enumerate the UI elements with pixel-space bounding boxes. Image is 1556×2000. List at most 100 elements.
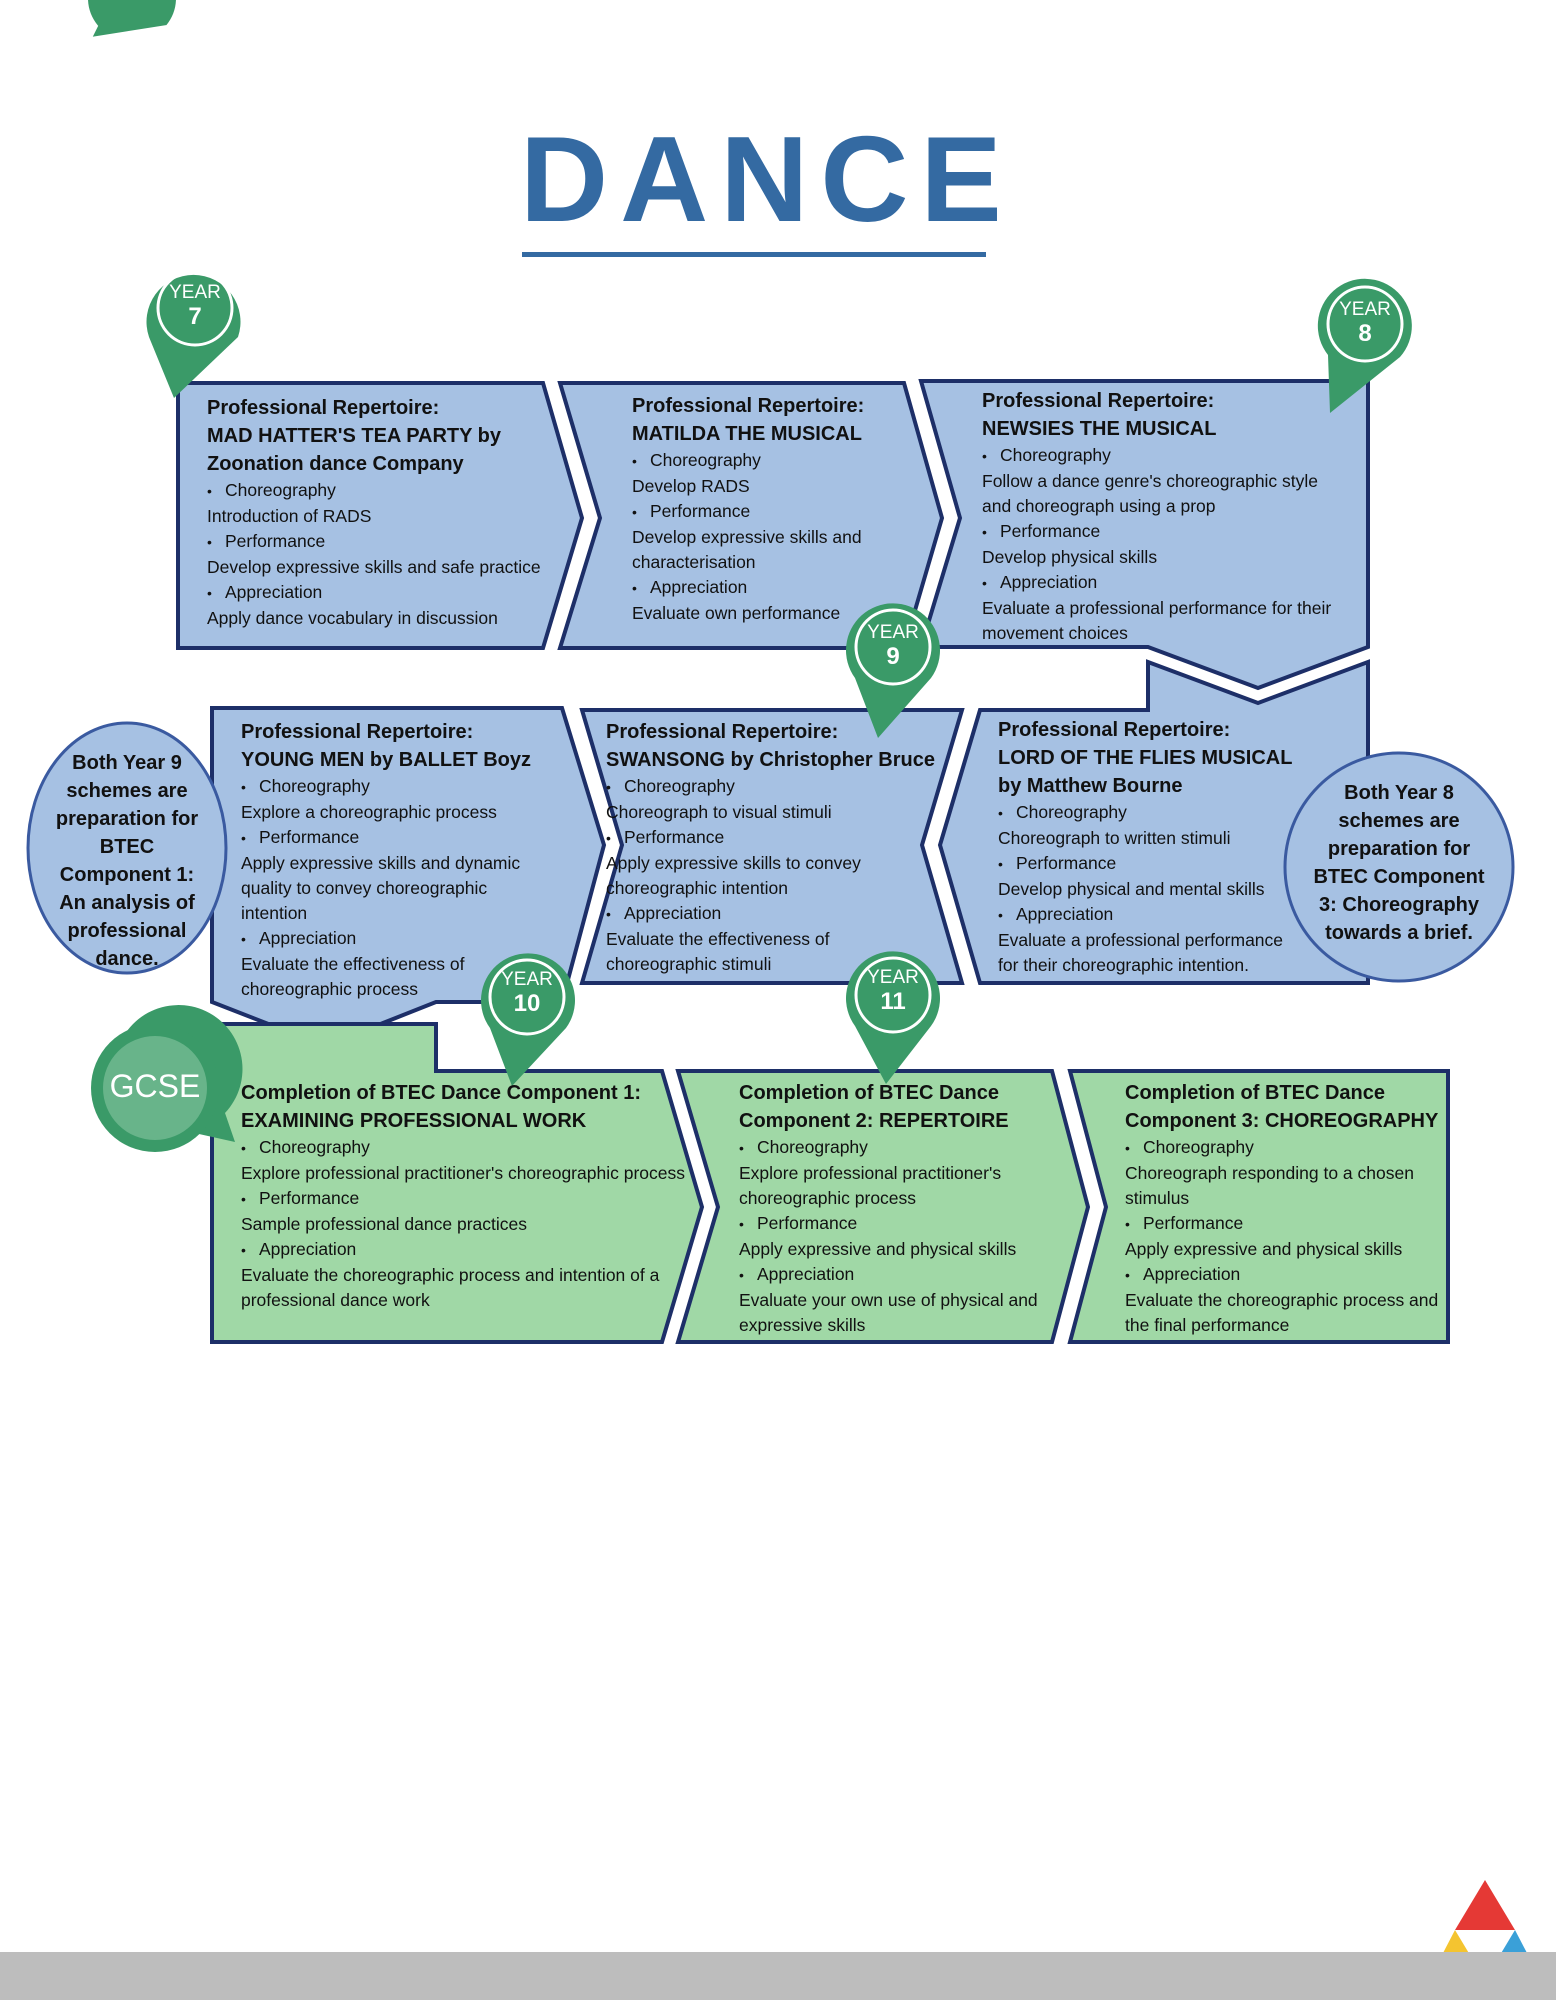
box-text-line: Evaluate your own use of physical and — [739, 1290, 1038, 1310]
box-text-line: Choreograph to written stimuli — [998, 828, 1231, 848]
box-text-line: choreographic stimuli — [606, 954, 772, 974]
title-underline — [522, 252, 986, 257]
box-bullet-item: Choreography — [241, 1135, 691, 1161]
box-heading-line: Professional Repertoire: — [241, 721, 474, 743]
box-heading-line: MAD HATTER'S TEA PARTY by — [207, 425, 502, 447]
box-bullet-item: Choreography — [606, 774, 936, 800]
box-bullet-item: Performance — [241, 1186, 691, 1212]
box-text-line: Follow a dance genre's choreographic sty… — [982, 471, 1319, 491]
box-matilda: Professional Repertoire: MATILDA THE MUSI… — [632, 392, 922, 626]
year-10-number: 10 — [513, 990, 541, 1017]
box-heading-line: Completion of BTEC Dance — [739, 1082, 1000, 1104]
box-text-line: and choreograph using a prop — [982, 496, 1216, 516]
box-text-line: Apply dance vocabulary in discussion — [207, 608, 498, 628]
box-bullet-item: Appreciation — [982, 570, 1352, 596]
box-text-line: Develop expressive skills and safe pract… — [207, 557, 541, 577]
box-heading-line: Professional Repertoire: — [632, 395, 865, 417]
bubble-line: dance. — [95, 948, 159, 970]
gcse-badge: GCSE — [109, 1068, 201, 1104]
box-text-line: Apply expressive skills and dynamic — [241, 853, 521, 873]
bubble-line: schemes are — [66, 780, 188, 802]
box-bullet-item: Performance — [1125, 1211, 1445, 1237]
box-text-line: Sample professional dance practices — [241, 1214, 527, 1234]
box-bullet-item: Appreciation — [739, 1262, 1069, 1288]
box-bullet-item: Performance — [982, 519, 1352, 545]
bubble-line: preparation for — [55, 808, 199, 830]
box-text-line: Explore professional practitioner's — [739, 1163, 1002, 1183]
year-7-number: 7 — [188, 303, 202, 330]
box-bullet-item: Appreciation — [207, 580, 547, 606]
box-text-line: intention — [241, 903, 308, 923]
bubble-line: Both Year 8 — [1344, 782, 1454, 804]
box-text-line: Apply expressive skills to convey — [606, 853, 861, 873]
box-bullet-item: Choreography — [998, 800, 1298, 826]
box-heading-line: MATILDA THE MUSICAL — [632, 423, 862, 445]
box-text-line: stimulus — [1125, 1188, 1190, 1208]
box-text-line: Introduction of RADS — [207, 506, 372, 526]
box-text-line: Develop physical skills — [982, 547, 1158, 567]
box-text-line: the final performance — [1125, 1315, 1290, 1335]
year-8-pin: YEAR 8 — [1325, 300, 1405, 348]
box-text-line: for their choreographic intention. — [998, 955, 1249, 975]
box-heading-line: NEWSIES THE MUSICAL — [982, 418, 1217, 440]
box-text-line: Apply expressive and physical skills — [1125, 1239, 1403, 1259]
box-heading-line: Completion of BTEC Dance Component 1: — [241, 1082, 641, 1104]
box-heading-line: Professional Repertoire: — [982, 390, 1215, 412]
year-11-number: 11 — [880, 988, 906, 1015]
year-7-word: YEAR — [169, 282, 221, 303]
bubble-line: An analysis of — [59, 892, 195, 914]
box-heading-line: SWANSONG by Christopher Bruce — [606, 749, 935, 771]
box-text-line: Evaluate a professional performance for … — [982, 598, 1332, 618]
box-lord-of-the-flies: Professional Repertoire: LORD OF THE FLIE… — [998, 716, 1298, 978]
box-heading-line: Component 3: CHOREOGRAPHY — [1125, 1110, 1439, 1132]
bubble-line: BTEC Component — [1313, 866, 1485, 888]
year-10-pin: YEAR 10 — [487, 970, 567, 1018]
box-heading-line: LORD OF THE FLIES MUSICAL — [998, 747, 1293, 769]
year-7-pin: YEAR 7 — [155, 283, 235, 331]
year-9-word: YEAR — [867, 622, 919, 643]
bubble-line: preparation for — [1327, 838, 1471, 860]
box-text-line: Explore a choreographic process — [241, 802, 497, 822]
bubble-line: Component 1: — [59, 864, 195, 886]
box-text-line: Apply expressive and physical skills — [739, 1239, 1017, 1259]
box-heading-line: by Matthew Bourne — [998, 775, 1183, 797]
year-10-word: YEAR — [501, 969, 553, 990]
left-note-bubble — [26, 721, 228, 975]
box-heading-line: Professional Repertoire: — [606, 721, 839, 743]
box-text-line: Evaluate own performance — [632, 603, 841, 623]
box-heading-line: Professional Repertoire: — [998, 719, 1231, 741]
footer-bar — [0, 1952, 1556, 2000]
box-bullet-item: Choreography — [982, 443, 1352, 469]
box-text-line: characterisation — [632, 552, 756, 572]
page-title: DANCE — [520, 111, 1014, 247]
box-text-line: Choreograph responding to a chosen — [1125, 1163, 1414, 1183]
box-text-line: Evaluate the effectiveness of — [241, 954, 465, 974]
bubble-line: towards a brief. — [1325, 922, 1473, 944]
box-text-line: choreographic process — [241, 979, 419, 999]
box-bullet-item: Performance — [632, 499, 922, 525]
pins — [91, 269, 1412, 1152]
box-text-line: Develop expressive skills and — [632, 527, 862, 547]
box-text-line: Explore professional practitioner's chor… — [241, 1163, 685, 1183]
box-bullet-item: Choreography — [1125, 1135, 1445, 1161]
box-text-line: choreographic process — [739, 1188, 917, 1208]
year-8-number: 8 — [1358, 320, 1372, 347]
box-bullet-item: Appreciation — [998, 902, 1298, 928]
year-7-pin-shape — [86, 0, 178, 40]
box-bullet-item: Appreciation — [241, 1237, 691, 1263]
box-bullet-item: Performance — [207, 529, 547, 555]
box-mad-hatter: Professional Repertoire:MAD HATTER'S TEA… — [207, 394, 547, 631]
box-component-1: Completion of BTEC Dance Component 1: EXA… — [241, 1079, 691, 1313]
bubble-line: Both Year 9 — [72, 752, 182, 774]
box-text-line: quality to convey choreographic — [241, 878, 488, 898]
box-heading-line: EXAMINING PROFESSIONAL WORK — [241, 1110, 587, 1132]
year-11-pin: YEAR 11 — [853, 968, 933, 1016]
year-9-pin: YEAR 9 — [853, 623, 933, 671]
bubble-line: schemes are — [1338, 810, 1460, 832]
box-bullet-item: Appreciation — [632, 575, 922, 601]
box-text-line: expressive skills — [739, 1315, 866, 1335]
